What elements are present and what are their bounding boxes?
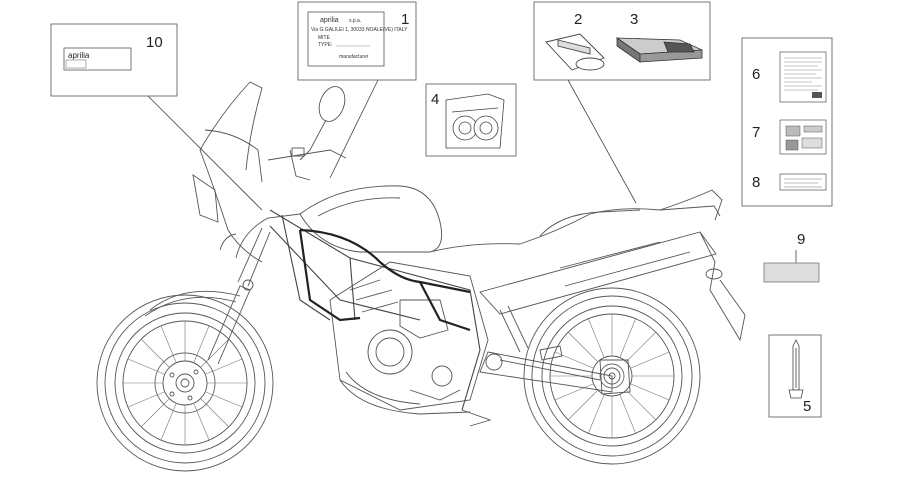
fuel-tank [299, 185, 443, 253]
id-plate-mite: MITE [318, 35, 331, 41]
id-plate-footer: manufacturer [339, 54, 369, 60]
rivet-icon [788, 339, 804, 399]
engine [329, 261, 489, 411]
callout-number-3: 3 [630, 11, 638, 28]
mirror [299, 86, 346, 161]
wiring-harness [298, 228, 471, 332]
callout-number-10: 10 [146, 34, 163, 51]
fairing [192, 81, 301, 263]
motorcycle-drawing [96, 81, 746, 472]
exhaust [339, 371, 471, 415]
swingarm [479, 351, 613, 393]
callout-number-2: 2 [574, 11, 582, 28]
callout-box-5: 5 [768, 334, 822, 418]
warning-label-6 [779, 51, 827, 103]
rear-axle-detail [599, 359, 631, 395]
rear-shock [461, 305, 563, 427]
id-plate [307, 11, 385, 67]
id-plate-type: TYPE: [318, 42, 332, 48]
key-pouch-icon [445, 93, 505, 149]
id-plate-brand: aprilia [320, 17, 339, 24]
callout-box-1: aprilia s.p.a. Via G.GALILEI 1, 30033 NO… [297, 1, 417, 81]
front-wheel [96, 294, 274, 472]
callout-number-4: 4 [431, 91, 439, 108]
callout-number-9: 9 [797, 231, 805, 248]
callout-box-4: 4 [425, 83, 517, 157]
decal-sub-label [65, 59, 87, 69]
tool-roll-icon [545, 33, 605, 71]
manual-booklet-icon [615, 37, 703, 63]
callout-number-6: 6 [752, 66, 760, 83]
leader-lines [147, 79, 797, 263]
warning-label-7 [779, 119, 827, 155]
id-plate-address: Via G.GALILEI 1, 30033 NOALE(VE) ITALY [311, 27, 408, 33]
callout-box-6-8: 6 7 8 [741, 37, 833, 207]
callout-box-2-3: 2 3 [533, 1, 711, 81]
rear-wheel [523, 287, 701, 465]
id-plate-company: s.p.a. [349, 18, 361, 24]
frame [269, 209, 481, 411]
callout-box-10: aprilia 10 [50, 23, 178, 97]
rear-subframe [479, 231, 746, 342]
callout-number-5: 5 [803, 398, 811, 415]
callout-number-1: 1 [401, 11, 409, 28]
front-fork [144, 227, 271, 365]
callout-item-9: 9 [763, 231, 820, 283]
blank-tag [763, 262, 820, 283]
brand-decal-text: aprilia [68, 51, 90, 60]
seat [429, 189, 723, 253]
warning-label-8 [779, 173, 827, 191]
callout-number-7: 7 [752, 124, 760, 141]
callout-number-8: 8 [752, 174, 760, 191]
